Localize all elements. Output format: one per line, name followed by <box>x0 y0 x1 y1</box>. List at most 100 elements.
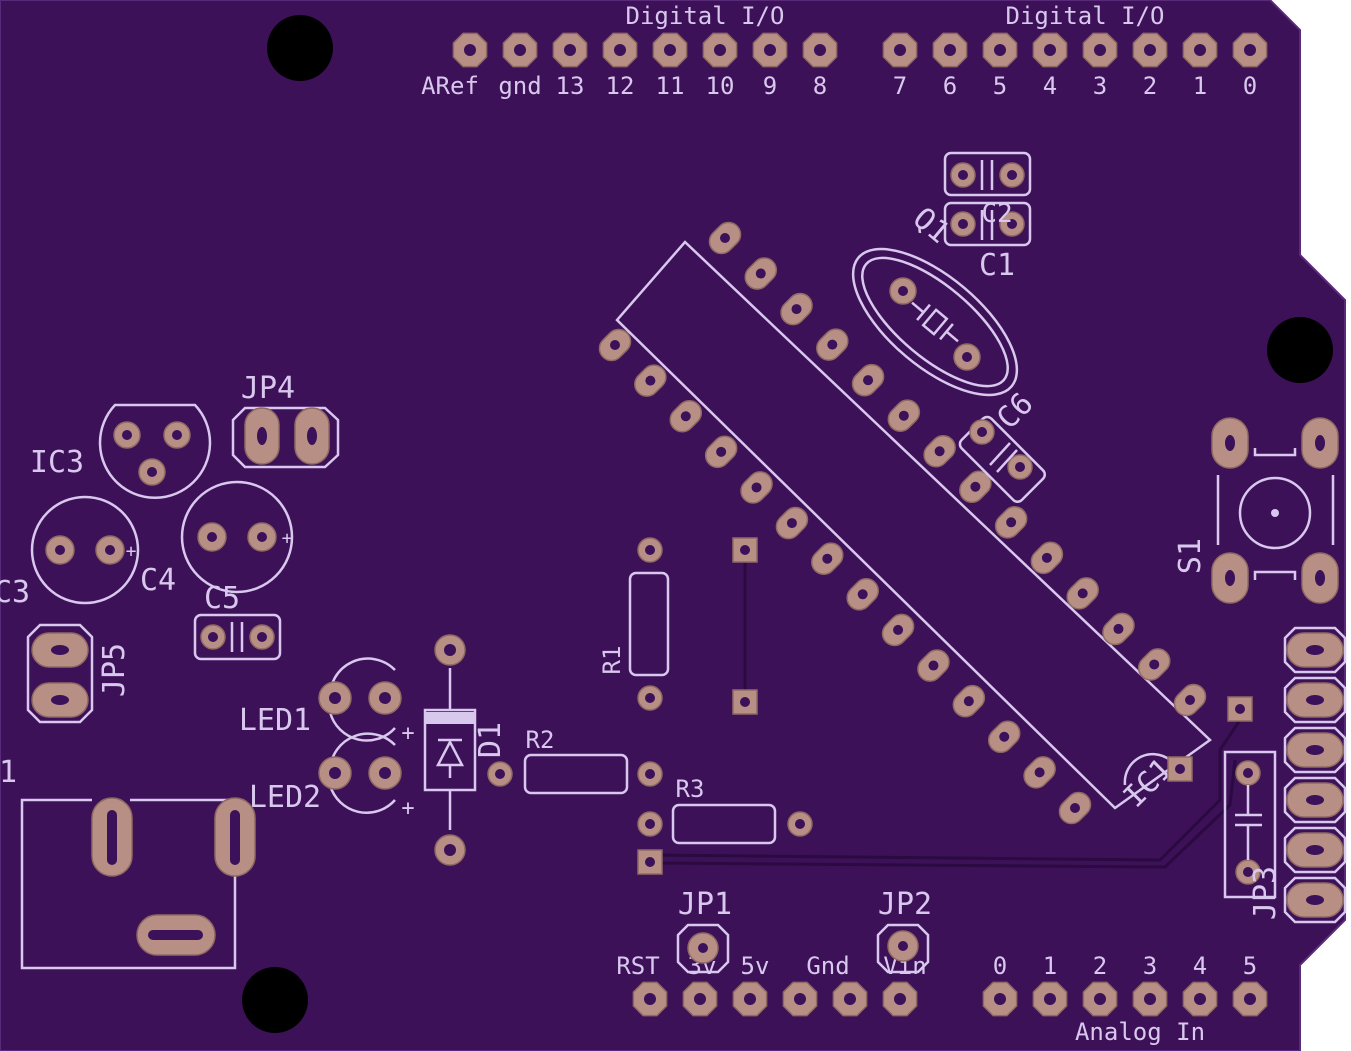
ic1-pin <box>1066 577 1099 610</box>
header-pin <box>452 32 488 68</box>
ic1-pin <box>1058 791 1092 825</box>
ic1-pin <box>1173 683 1207 717</box>
pin-label-a5: 5 <box>1243 952 1257 980</box>
pin-label-11: 11 <box>656 72 685 100</box>
pin-label-9: 9 <box>763 72 777 100</box>
header-pin <box>1283 626 1347 674</box>
trace <box>654 759 1237 869</box>
header-pin <box>1232 32 1268 68</box>
s1-button: S1 <box>1173 417 1339 604</box>
square-pad <box>1167 756 1193 782</box>
pin-label-1: 1 <box>1193 72 1207 100</box>
pin-label-5: 5 <box>993 72 1007 100</box>
digital-left-labels: ARef gnd 13 12 11 10 9 8 <box>421 72 827 100</box>
icsp-header-right <box>1283 626 1347 924</box>
led2-plus: + <box>401 796 414 821</box>
mounting-hole <box>267 15 333 81</box>
analog-header <box>982 981 1268 1017</box>
ic1-pin <box>775 506 809 540</box>
header-pin <box>982 32 1018 68</box>
led2: + LED2 <box>249 732 415 821</box>
pin-label-8: 8 <box>813 72 827 100</box>
pin-label-a3: 3 <box>1143 952 1157 980</box>
r1: R1 <box>598 537 670 711</box>
digital-header-right <box>882 32 1268 68</box>
ic1-pin <box>994 506 1028 539</box>
dc-jack-label: 1 <box>0 755 17 790</box>
jp1-label: JP1 <box>678 887 732 922</box>
mounting-hole <box>1267 317 1333 383</box>
pin-label-7: 7 <box>893 72 907 100</box>
pin-label-gnd: gnd <box>498 72 541 100</box>
jp2 <box>876 923 930 974</box>
pin-label-4: 4 <box>1043 72 1057 100</box>
header-pin <box>682 981 718 1017</box>
c4-label: C4 <box>140 563 176 598</box>
digital-right-labels: 7 6 5 4 3 2 1 0 <box>893 72 1257 100</box>
ic1-pin <box>811 542 844 575</box>
ic1-pin <box>987 720 1021 754</box>
header-pin <box>1283 776 1347 824</box>
c2-label: C2 <box>981 199 1012 229</box>
jp1 <box>676 923 730 974</box>
pin-label-a1: 1 <box>1043 952 1057 980</box>
ic1-pin <box>634 364 667 397</box>
c5: C5 <box>193 581 282 661</box>
header-pin <box>502 32 538 68</box>
header-pin <box>832 981 868 1017</box>
header-pin <box>752 32 788 68</box>
pin-label-3: 3 <box>1093 72 1107 100</box>
header-pin <box>1032 32 1068 68</box>
jp4-label: JP4 <box>241 371 295 406</box>
pin-label-6: 6 <box>943 72 957 100</box>
header-pin <box>1132 32 1168 68</box>
jp4: JP4 <box>231 371 340 469</box>
pin-label-2: 2 <box>1143 72 1157 100</box>
s1-label: S1 <box>1173 538 1208 574</box>
ic1-pin <box>1023 756 1056 789</box>
digital-header-left <box>452 32 838 68</box>
pin-label-a0: 0 <box>993 952 1007 980</box>
pin-label-a4: 4 <box>1193 952 1207 980</box>
pin-label-aref: ARef <box>421 72 479 100</box>
led1: + LED1 <box>239 657 415 746</box>
ic3: IC3 <box>30 403 212 499</box>
header-pin <box>1082 981 1118 1017</box>
led1-label: LED1 <box>239 703 311 738</box>
header-pin <box>932 32 968 68</box>
ic1-pin <box>744 257 778 290</box>
r3: R3 <box>637 775 813 875</box>
pin-label-rst: RST <box>616 952 659 980</box>
r1-label: R1 <box>598 646 626 675</box>
led2-label: LED2 <box>249 780 321 815</box>
dc-jack: 1 <box>0 755 256 970</box>
ic1-pin <box>669 399 703 433</box>
ic3-label: IC3 <box>30 445 84 480</box>
header-pin <box>1283 726 1347 774</box>
pin-label-0: 0 <box>1243 72 1257 100</box>
ic1-pin <box>816 328 849 361</box>
ic1-pin <box>708 221 742 255</box>
d1-diode: D1 <box>423 634 508 866</box>
ic1-pin <box>887 399 921 432</box>
ic1-pin <box>952 684 986 718</box>
header-pin <box>632 981 668 1017</box>
header-pin <box>1032 981 1068 1017</box>
analog-labels: 0 1 2 3 4 5 <box>993 952 1257 980</box>
jp2-label: JP2 <box>878 887 932 922</box>
ic1: IC1 <box>598 221 1212 825</box>
trace <box>649 719 1242 862</box>
ic1-pin <box>704 435 738 469</box>
header-pin <box>732 981 768 1017</box>
header-pin <box>1182 32 1218 68</box>
header-pin <box>882 32 918 68</box>
c2 <box>943 151 1032 197</box>
header-pin <box>982 981 1018 1017</box>
pin-label-gnd-power: Gnd <box>806 952 849 980</box>
c1: C2 C1 <box>943 199 1032 283</box>
ic1-pin <box>1102 612 1135 646</box>
svg-text:+: + <box>126 541 137 562</box>
c5-label: C5 <box>204 581 240 616</box>
c3-label: C3 <box>0 575 30 610</box>
c6: C6 <box>958 386 1047 504</box>
